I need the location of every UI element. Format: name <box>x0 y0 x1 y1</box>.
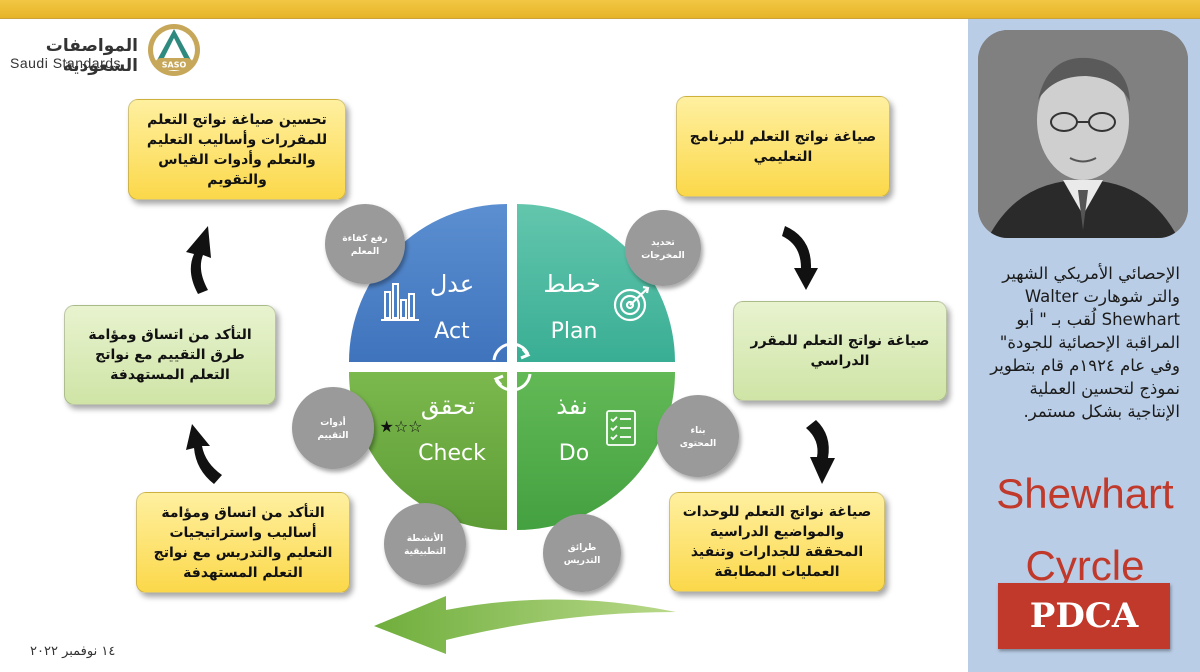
flow-arrow <box>806 420 835 484</box>
define-outcomes-circle: تحديد المخرجات <box>625 210 701 286</box>
svg-text:المحتوى: المحتوى <box>680 439 717 449</box>
shewhart-bio: الإحصائي الأمريكي الشهير والتر شوهارت Wa… <box>976 262 1180 423</box>
plan-label-en: Plan <box>551 319 598 344</box>
act-label-en: Act <box>434 319 470 344</box>
flow-arrow <box>186 424 222 484</box>
svg-text:تحديد: تحديد <box>651 238 675 248</box>
applied-activities-circle: الأنشطة التطبيقية <box>384 503 466 585</box>
teaching-methods-circle: طرائق التدريس <box>543 514 621 592</box>
program-outcomes-box: صياغة نواتج التعلم للبرنامج التعليمي <box>676 96 890 197</box>
flow-arrow <box>782 226 818 290</box>
svg-text:التقييم: التقييم <box>317 431 348 441</box>
do-label-ar: نفذ <box>556 392 587 420</box>
teaching-alignment-box: التأكد من اتساق ومؤامة أساليب واستراتيجي… <box>136 492 350 593</box>
svg-text:التدريس: التدريس <box>564 556 601 566</box>
portrait-image <box>978 30 1188 238</box>
raise-teacher-circle: رفع كفاءة المعلم <box>325 204 405 284</box>
shewhart-cycle-title: Shewhart Cyrcle <box>972 458 1198 602</box>
plan-label-ar: خطط <box>543 270 600 298</box>
check-label-en: Check <box>418 441 486 466</box>
flow-arrow <box>186 226 211 294</box>
svg-text:طرائق: طرائق <box>568 543 597 553</box>
improve-outcomes-box: تحسين صياغة نواتج التعلم للمقررات وأسالي… <box>128 99 346 200</box>
stars-rating-icon: ★☆☆ <box>379 417 422 436</box>
svg-text:أدوات: أدوات <box>320 416 345 428</box>
course-outcomes-box: صياغة نواتج التعلم للمقرر الدراسي <box>733 301 947 401</box>
do-quadrant[interactable] <box>517 372 675 530</box>
svg-text:المخرجات: المخرجات <box>641 251 685 261</box>
cycle-arrows-icon <box>494 344 530 390</box>
assessment-alignment-box: التأكد من اتساق ومؤامة طرق التقييم مع نو… <box>64 305 276 405</box>
shewhart-portrait <box>978 30 1188 238</box>
pdca-label-box: PDCA <box>998 583 1170 649</box>
content-building-circle: بناء المحتوى <box>657 395 739 477</box>
check-label-ar: تحقق <box>421 392 475 420</box>
act-label-ar: عدل <box>430 270 474 298</box>
assessment-tools-circle: أدوات التقييم <box>292 387 374 469</box>
svg-text:المعلم: المعلم <box>351 247 379 257</box>
do-label-en: Do <box>559 441 589 466</box>
svg-text:رفع كفاءة: رفع كفاءة <box>342 234 387 244</box>
slide-date: ١٤ نوفمبر ٢٠٢٢ <box>30 644 115 659</box>
unit-outcomes-box: صياغة نواتج التعلم للوحدات والمواضيع الد… <box>669 492 885 592</box>
svg-text:التطبيقية: التطبيقية <box>404 547 446 557</box>
svg-text:بناء: بناء <box>690 426 705 436</box>
bottom-cycle-arrow <box>374 596 676 654</box>
svg-text:الأنشطة: الأنشطة <box>407 532 444 544</box>
